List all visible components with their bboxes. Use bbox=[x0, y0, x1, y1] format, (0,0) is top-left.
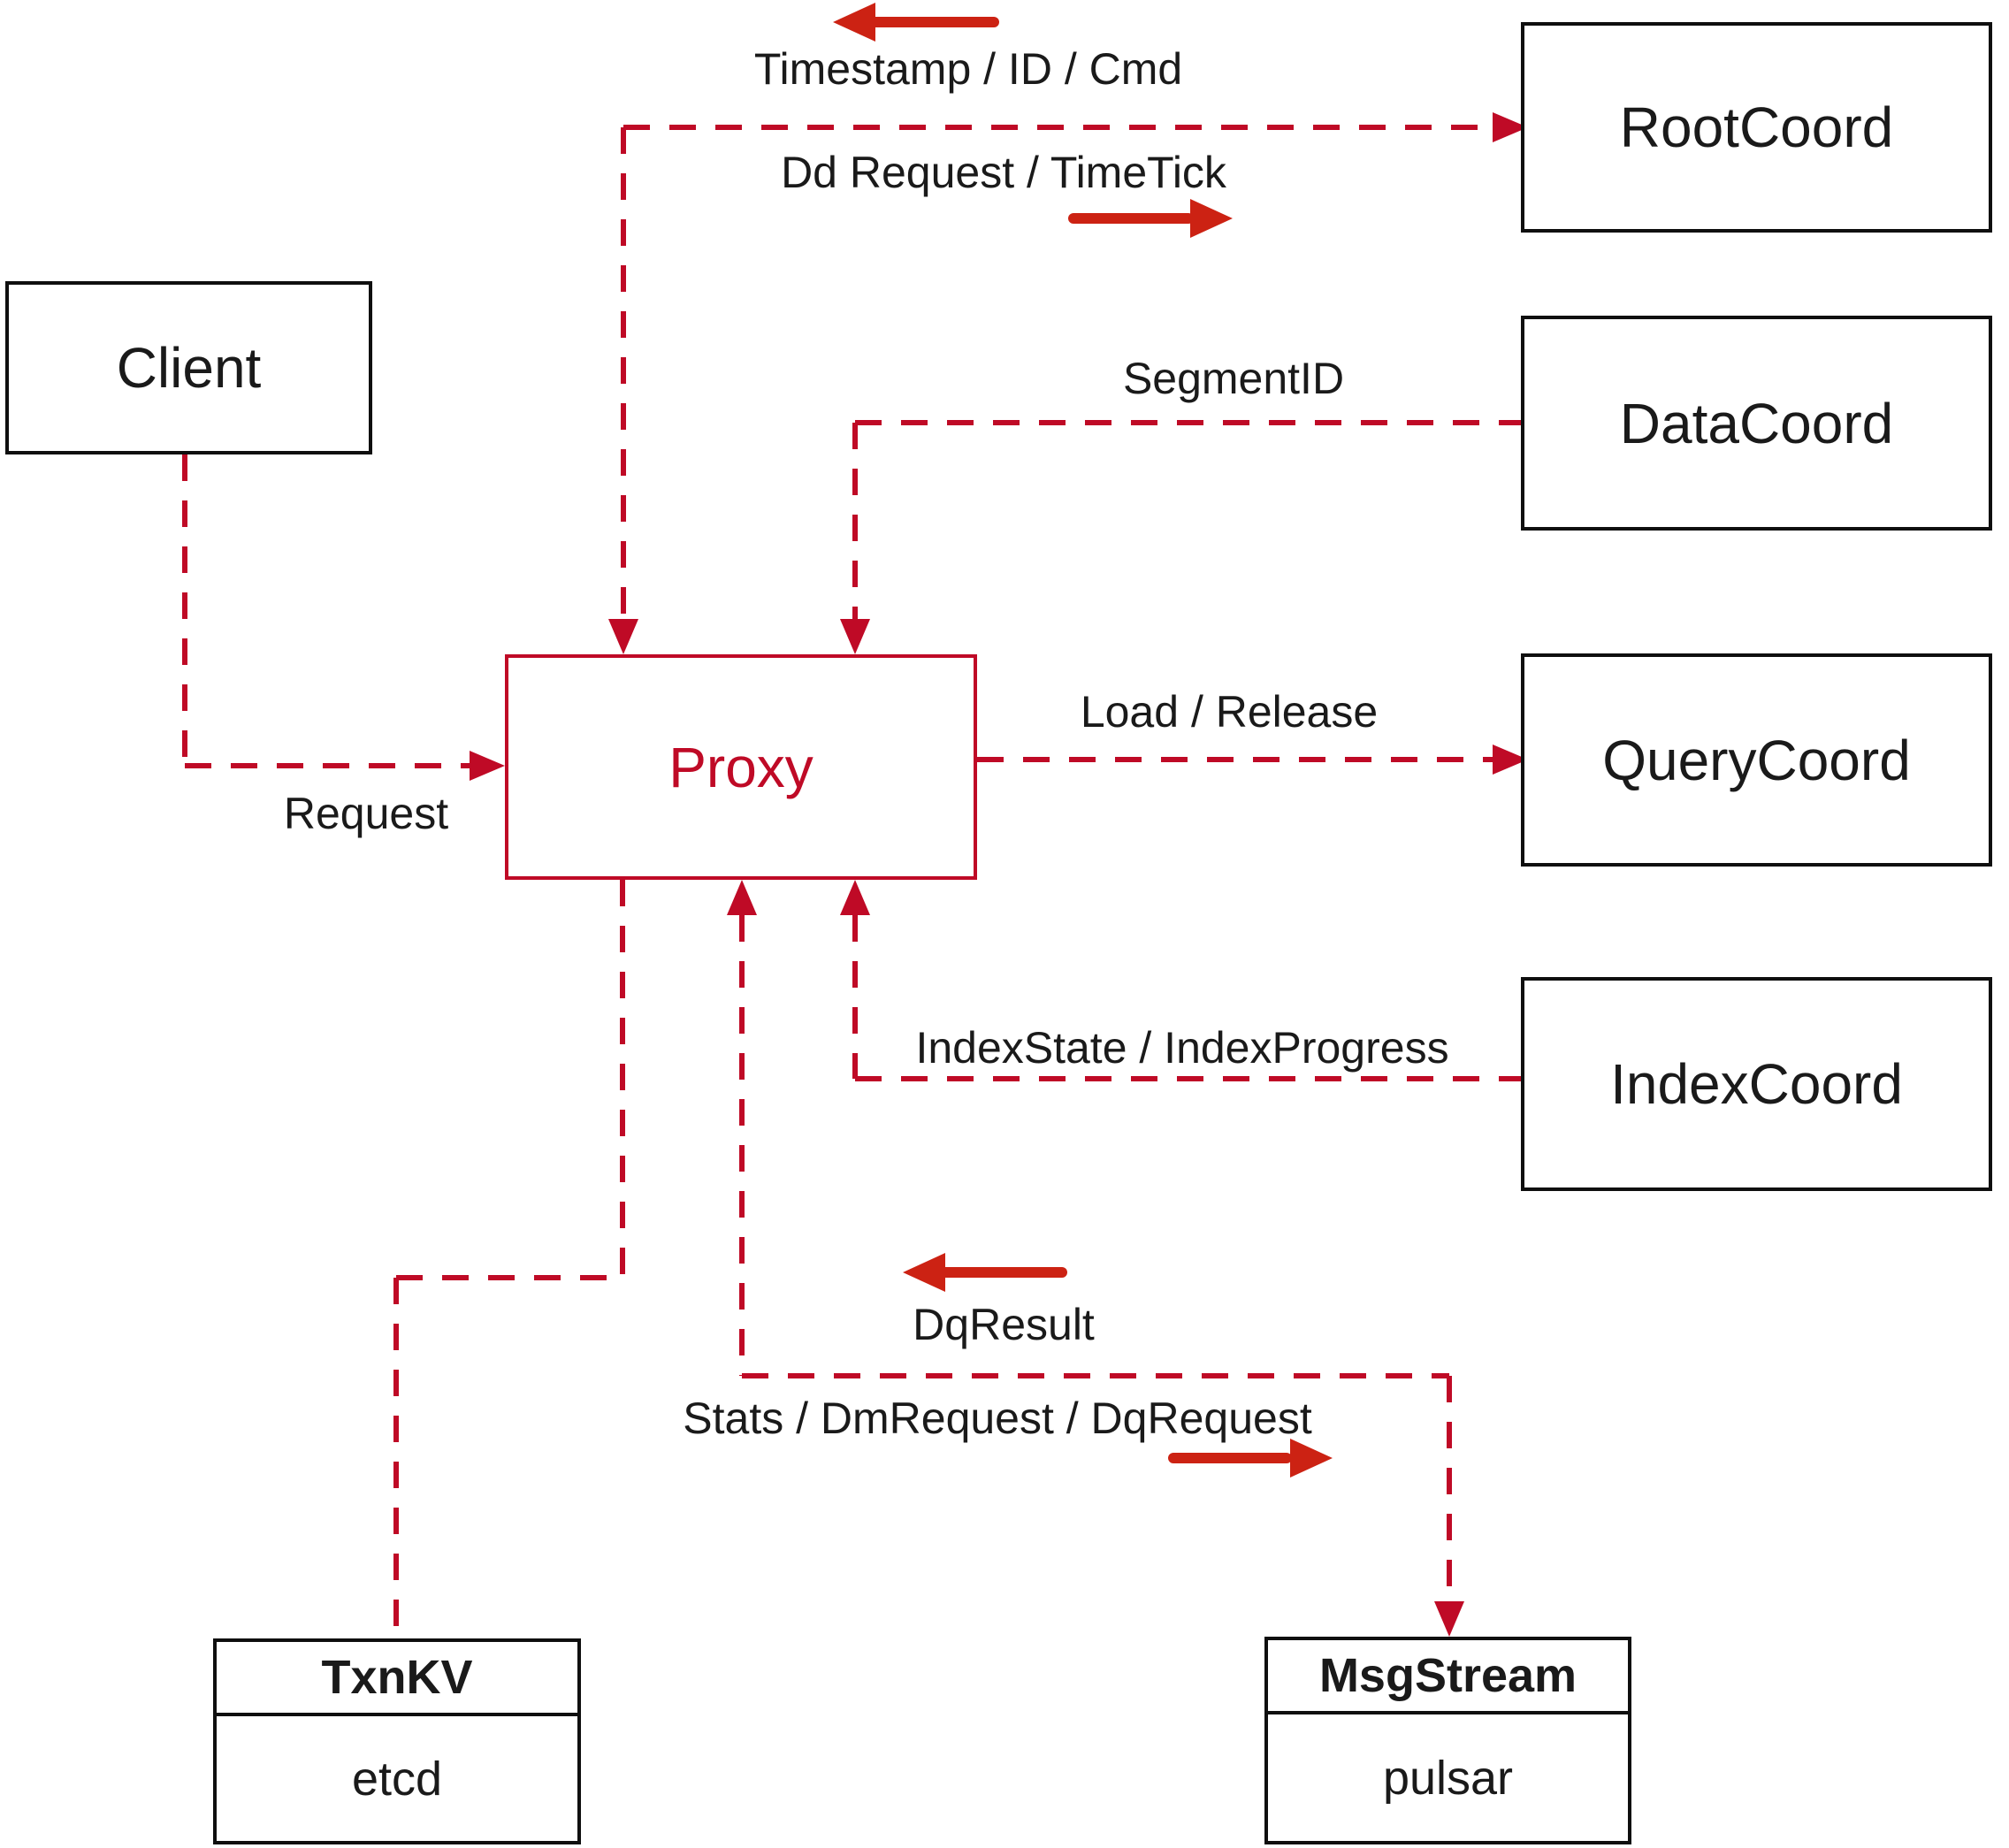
node-txnkv: TxnKV etcd bbox=[213, 1638, 581, 1844]
node-rootcoord: RootCoord bbox=[1521, 22, 1992, 233]
node-txnkv-subtitle: etcd bbox=[351, 1752, 443, 1806]
edge-label-stats-dm-dq: Stats / DmRequest / DqRequest bbox=[683, 1394, 1312, 1443]
node-querycoord-label: QueryCoord bbox=[1602, 728, 1911, 792]
edge-client-proxy-vertical bbox=[182, 454, 187, 766]
arrowhead-into-msgstream bbox=[1434, 1601, 1464, 1637]
node-rootcoord-label: RootCoord bbox=[1619, 95, 1894, 159]
edge-proxy-txnkv-vertical2 bbox=[393, 1278, 399, 1638]
edge-label-dd-request-timetick: Dd Request / TimeTick bbox=[781, 148, 1226, 197]
edge-label-segment-id: SegmentID bbox=[1122, 354, 1345, 403]
arrowhead-into-proxy-left bbox=[470, 751, 505, 781]
edge-indexcoord-proxy-horizontal bbox=[855, 1076, 1530, 1081]
arrowhead-into-proxy-top-right bbox=[840, 619, 870, 654]
node-proxy-label: Proxy bbox=[668, 735, 814, 799]
node-datacoord: DataCoord bbox=[1521, 316, 1992, 531]
edge-proxy-txnkv-vertical1 bbox=[620, 880, 625, 1278]
edge-proxy-msgstream-vertical bbox=[1447, 1376, 1452, 1603]
edge-rootcoord-proxy-vertical bbox=[621, 127, 626, 619]
node-msgstream-subtitle: pulsar bbox=[1382, 1751, 1514, 1805]
edge-datacoord-proxy-horizontal bbox=[855, 420, 1530, 425]
edge-label-request: Request bbox=[283, 789, 449, 838]
node-client-label: Client bbox=[116, 336, 262, 400]
node-proxy: Proxy bbox=[505, 654, 977, 880]
edge-msgstream-proxy-vertical bbox=[739, 915, 745, 1376]
edge-proxy-msgstream-horizontal bbox=[742, 1373, 1449, 1378]
node-msgstream: MsgStream pulsar bbox=[1264, 1637, 1631, 1844]
node-indexcoord-label: IndexCoord bbox=[1610, 1052, 1903, 1116]
arrowhead-into-proxy-bottom-right bbox=[840, 880, 870, 915]
edge-rootcoord-proxy-horizontal bbox=[623, 125, 1493, 130]
node-datacoord-label: DataCoord bbox=[1619, 391, 1894, 455]
edge-datacoord-proxy-vertical bbox=[852, 423, 858, 619]
edge-label-timestamp-id-cmd: Timestamp / ID / Cmd bbox=[753, 44, 1183, 94]
node-indexcoord: IndexCoord bbox=[1521, 977, 1992, 1191]
edge-label-index-state: IndexState / IndexProgress bbox=[915, 1023, 1449, 1073]
arrowhead-into-proxy-top-left bbox=[608, 619, 638, 654]
node-client: Client bbox=[5, 281, 372, 454]
edge-indexcoord-proxy-vertical bbox=[852, 915, 858, 1079]
edge-proxy-txnkv-horizontal bbox=[396, 1275, 623, 1280]
node-txnkv-title: TxnKV bbox=[217, 1642, 577, 1716]
edge-label-load-release: Load / Release bbox=[1080, 687, 1379, 737]
edge-proxy-querycoord bbox=[977, 757, 1493, 762]
node-querycoord: QueryCoord bbox=[1521, 653, 1992, 867]
edge-client-proxy-horizontal bbox=[185, 763, 471, 768]
arrowhead-into-proxy-bottom-mid bbox=[727, 880, 757, 915]
node-msgstream-title: MsgStream bbox=[1268, 1640, 1628, 1714]
edge-label-dq-result: DqResult bbox=[913, 1300, 1095, 1349]
